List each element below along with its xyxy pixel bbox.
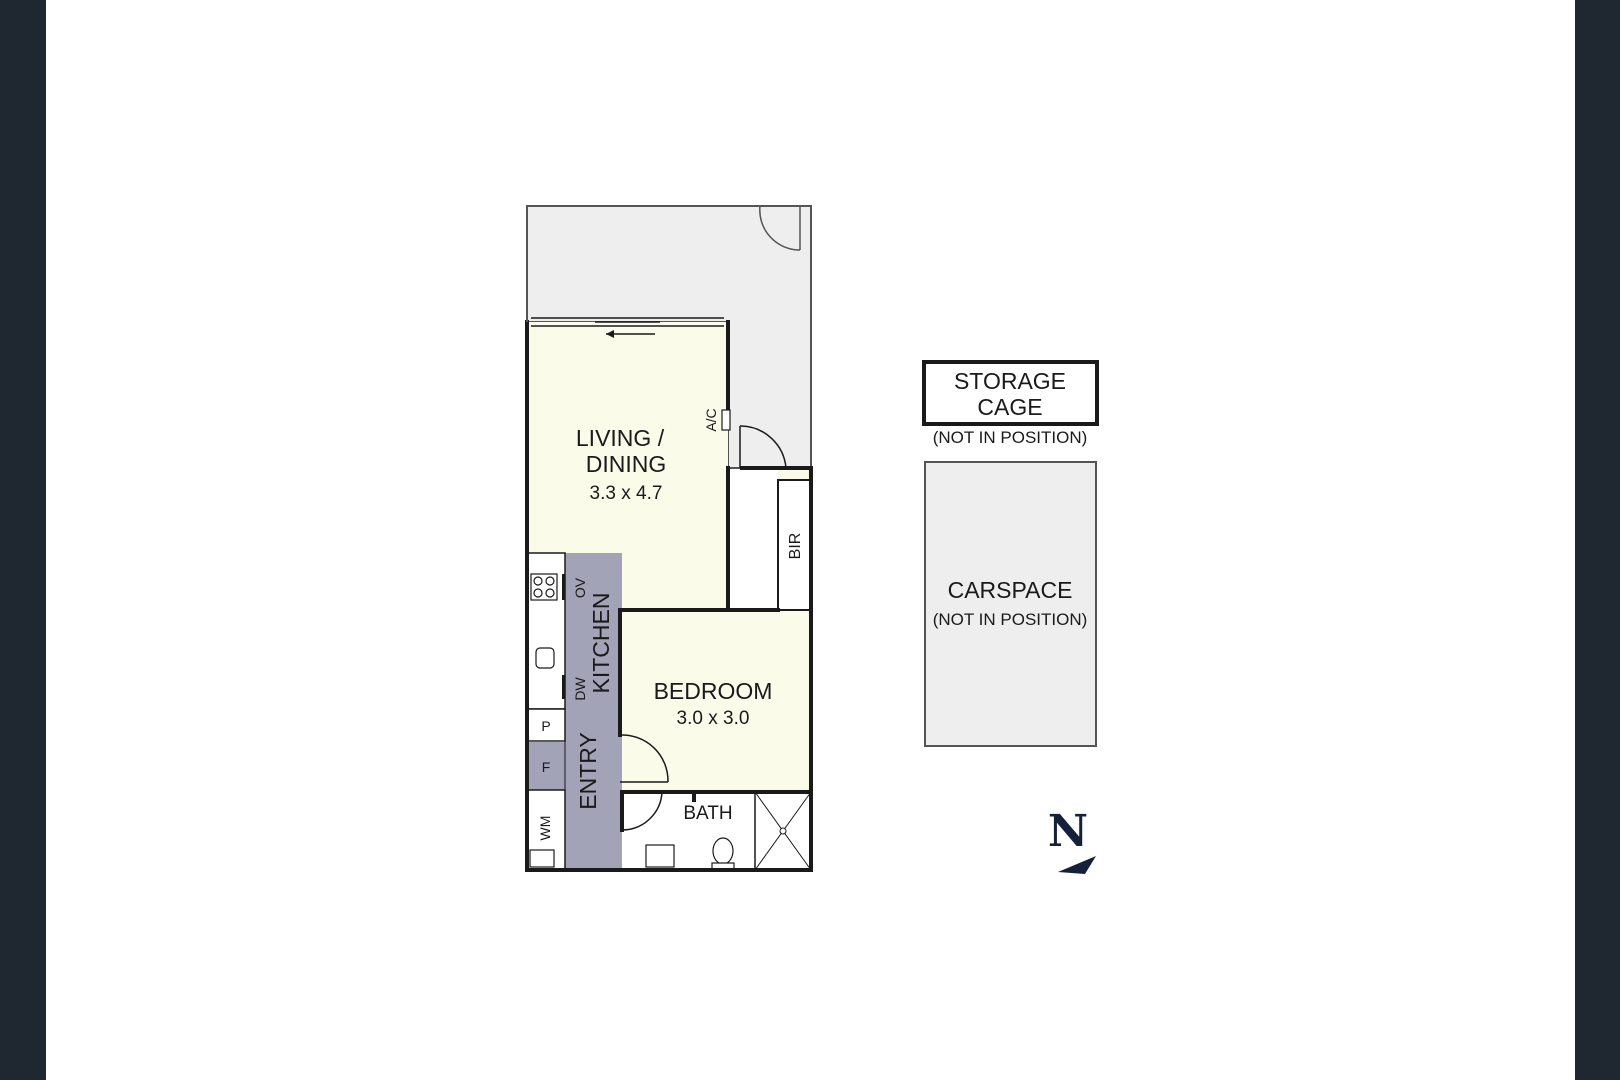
living-label-line1: LIVING /: [576, 425, 665, 451]
ac-label: A/C: [703, 408, 719, 431]
bedroom-room: [620, 468, 811, 792]
sliding-door: [531, 317, 724, 338]
dw-label: DW: [572, 677, 588, 701]
kitchen-sink: [535, 647, 555, 669]
storage-cage-box: [922, 360, 1099, 426]
bath-door-swing: [621, 791, 663, 831]
storage-line1: STORAGE: [954, 368, 1066, 394]
carspace-box: [924, 461, 1097, 747]
bedroom-label: BEDROOM: [654, 678, 773, 704]
pantry-label: P: [541, 718, 550, 734]
living-dims: 3.3 x 4.7: [590, 483, 663, 504]
dishwasher-marker: [562, 675, 565, 699]
storage-note: (NOT IN POSITION): [933, 428, 1088, 447]
ov-label: OV: [572, 577, 588, 598]
oven-marker: [562, 574, 565, 600]
carspace-note: (NOT IN POSITION): [933, 610, 1088, 629]
living-label-line2: DINING: [586, 451, 667, 477]
carspace-label: CARSPACE: [948, 577, 1073, 603]
balcony-gate-swing: [759, 205, 801, 251]
living-dining-room: [527, 322, 728, 610]
wm-label: WM: [537, 816, 553, 841]
kitchen-label: KITCHEN: [588, 593, 614, 694]
bir-label: BIR: [787, 533, 804, 560]
bath-label: BATH: [683, 803, 732, 824]
storage-line2: CAGE: [977, 394, 1042, 420]
north-arrow-icon: [1058, 856, 1096, 874]
toilet: [712, 837, 734, 865]
built-in-robe: [777, 479, 812, 611]
walls: [525, 320, 813, 872]
north-label: N: [1048, 806, 1088, 857]
bedroom-door-swing: [619, 734, 669, 783]
vanity: [645, 844, 675, 868]
bedroom-dims: 3.0 x 3.0: [677, 708, 750, 729]
entry-label: ENTRY: [575, 732, 601, 810]
entry-kitchen-corridor: [565, 553, 694, 870]
ac-unit: [721, 409, 731, 431]
fridge-label: F: [542, 759, 551, 775]
balcony-door-swing: [739, 425, 787, 469]
laundry-tub: [529, 849, 555, 868]
